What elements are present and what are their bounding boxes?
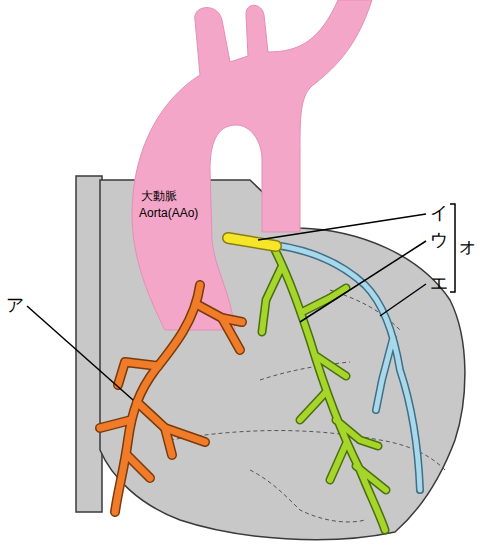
artery-outline <box>262 250 386 530</box>
leader-line <box>258 214 426 240</box>
artery-fill <box>262 250 386 530</box>
dashed-line <box>250 470 365 522</box>
dashed-line <box>170 431 445 470</box>
part-name: 大動脈 <box>141 190 177 202</box>
part-name: Aorta(AAo) <box>139 207 198 219</box>
callout-label: ウ <box>430 231 448 249</box>
callout-label: エ <box>430 274 448 292</box>
right-coronary-artery <box>100 285 242 512</box>
artery-outline <box>228 238 276 246</box>
callout-label: ア <box>6 296 24 314</box>
leader-lines <box>27 214 426 400</box>
bracket <box>450 204 455 292</box>
anterior-descending-artery <box>262 250 386 530</box>
callout-label: オ <box>459 239 476 256</box>
vena-cava <box>76 176 102 512</box>
leader-line <box>380 284 426 316</box>
callout-label: イ <box>430 204 448 222</box>
leader-line <box>300 241 426 322</box>
aorta <box>132 0 372 330</box>
artery-outline <box>100 285 242 512</box>
leader-line <box>27 306 133 400</box>
artery-fill <box>100 285 242 512</box>
left-main-trunk <box>228 238 276 246</box>
